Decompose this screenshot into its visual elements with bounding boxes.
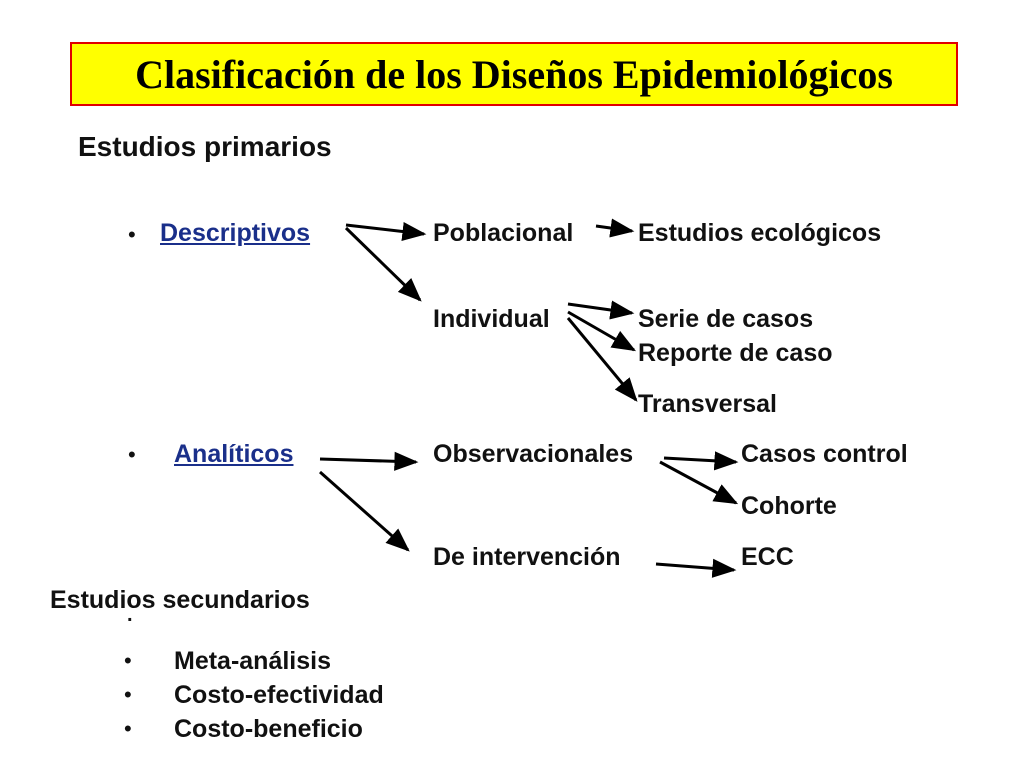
secondary-item: Costo-beneficio <box>174 715 363 743</box>
arrow-observacionales-casos <box>663 451 739 471</box>
node-reporte-de-caso: Reporte de caso <box>638 339 833 367</box>
node-ecc: ECC <box>741 543 794 571</box>
arrow-individual-reporte <box>567 310 637 352</box>
node-casos-control: Casos control <box>741 440 908 468</box>
bullet: • <box>124 716 132 741</box>
node-observacionales: Observacionales <box>433 440 634 468</box>
title-banner: Clasificación de los Diseños Epidemiológ… <box>70 42 958 106</box>
arrow-analiticos-observacionales <box>319 451 419 471</box>
bullet: • <box>128 442 136 467</box>
node-serie-de-casos: Serie de casos <box>638 305 814 333</box>
arrow-descriptivos-individual <box>344 226 422 302</box>
secondary-item: Costo-efectividad <box>174 681 384 709</box>
bullet: • <box>124 682 132 707</box>
arrow-intervencion-ecc <box>655 558 737 578</box>
node-transversal: Transversal <box>638 390 777 418</box>
arrow-individual-transversal <box>566 317 638 402</box>
descriptivos-link[interactable]: Descriptivos <box>160 219 311 247</box>
bullet: • <box>124 648 132 673</box>
arrow-poblacional-ecologicos <box>595 218 635 238</box>
arrow-individual-serie <box>567 300 635 320</box>
node-individual: Individual <box>433 305 550 333</box>
node-cohorte: Cohorte <box>741 492 837 520</box>
arrow-observacionales-cohorte <box>659 460 739 505</box>
stray-dot: . <box>127 604 133 626</box>
secondary-heading: Estudios secundarios <box>50 586 310 614</box>
node-de-intervencion: De intervención <box>433 543 621 571</box>
node-estudios-ecologicos: Estudios ecológicos <box>638 219 882 247</box>
arrow-descriptivos-poblacional <box>345 221 427 242</box>
bullet: • <box>128 222 136 247</box>
secondary-item: Meta-análisis <box>174 647 332 675</box>
node-poblacional: Poblacional <box>433 219 574 247</box>
analiticos-link[interactable]: Analíticos <box>174 440 294 468</box>
arrow-analiticos-intervencion <box>319 470 410 552</box>
page-title: Clasificación de los Diseños Epidemiológ… <box>135 51 893 97</box>
primary-heading: Estudios primarios <box>78 131 332 162</box>
